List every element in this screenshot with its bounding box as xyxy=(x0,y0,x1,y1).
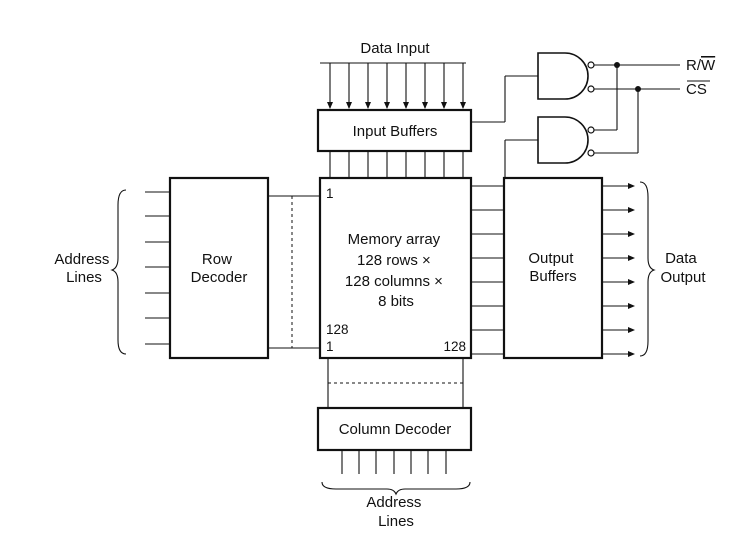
memory-array-block: 1 Memory array 128 rows × 128 columns × … xyxy=(318,176,473,360)
data-output-brace xyxy=(639,181,656,357)
column-decoder-label: Column Decoder xyxy=(339,421,452,438)
write-enable-and-gate xyxy=(537,52,595,100)
chip-select-label: CS xyxy=(686,81,707,98)
input-buffer-to-array-lines xyxy=(329,151,464,178)
output-buffers-block: Output Buffers xyxy=(502,176,604,360)
input-buffers-block: Input Buffers xyxy=(316,108,473,153)
read-write-label: R/W xyxy=(686,57,716,74)
column-index-left: 1 xyxy=(326,339,334,354)
row-select-lines xyxy=(268,195,320,349)
data-input-label: Data Input xyxy=(360,40,430,57)
address-lines-bottom-label: Address Lines xyxy=(366,494,425,530)
column-decoder-block: Column Decoder xyxy=(316,406,473,452)
row-index-bottom: 128 xyxy=(326,322,349,337)
column-select-lines xyxy=(327,358,464,408)
row-address-input-lines xyxy=(145,191,170,345)
address-lines-brace-bottom xyxy=(321,481,471,496)
address-lines-brace-left xyxy=(110,189,127,355)
row-index-top: 1 xyxy=(326,186,334,201)
column-index-right: 128 xyxy=(443,339,466,354)
memory-array-label: Memory array 128 rows × 128 columns × 8 … xyxy=(345,231,447,310)
address-lines-left-label: Address Lines xyxy=(54,251,113,286)
array-to-output-lines xyxy=(471,185,504,355)
data-output-label: Data Output xyxy=(660,250,706,286)
read-enable-and-gate xyxy=(537,116,595,164)
input-buffers-label: Input Buffers xyxy=(353,123,438,140)
control-wiring xyxy=(471,62,680,178)
row-decoder-label: Row Decoder xyxy=(191,251,248,286)
output-buffers-label: Output Buffers xyxy=(528,250,577,285)
data-input-arrows xyxy=(327,63,466,109)
column-address-input-lines xyxy=(341,450,447,474)
row-decoder-block: Row Decoder xyxy=(168,176,270,360)
data-output-arrows xyxy=(602,183,635,357)
